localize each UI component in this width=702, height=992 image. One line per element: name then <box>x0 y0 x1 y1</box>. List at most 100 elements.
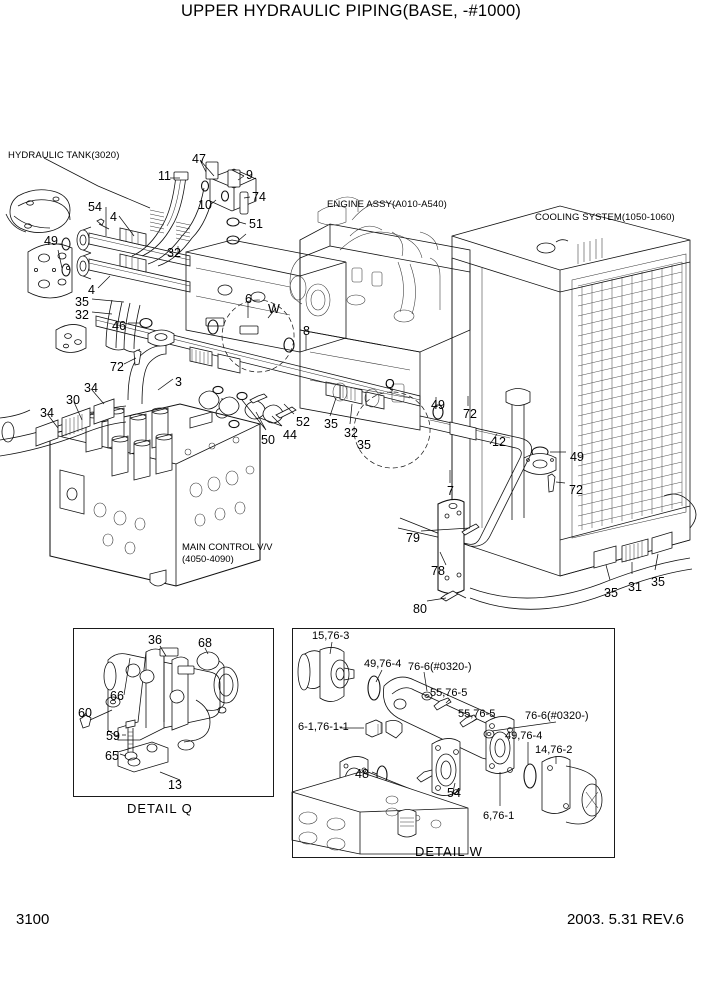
callout-6: 6 <box>245 292 252 306</box>
radiator-core <box>572 254 686 538</box>
bracket-78 <box>438 499 479 601</box>
callout-49-c: 49 <box>570 450 584 464</box>
callout-50: 50 <box>261 433 275 447</box>
callout-12: 12 <box>492 435 506 449</box>
callout-q-60: 60 <box>78 706 92 720</box>
detail-q-box <box>73 628 274 797</box>
radiator-pipe-flange <box>506 389 556 521</box>
callout-32-a: 32 <box>167 246 181 260</box>
central-manifold <box>186 240 346 352</box>
callout-35-e: 35 <box>651 575 665 589</box>
callout-72-b: 72 <box>463 407 477 421</box>
callout-80: 80 <box>413 602 427 616</box>
radiator-assembly <box>452 184 690 576</box>
bolt-79 <box>462 524 479 535</box>
callout-47: 47 <box>192 152 206 166</box>
bolt-80 <box>441 591 458 601</box>
callout-35-a: 35 <box>75 295 89 309</box>
nut-68 <box>197 652 219 670</box>
elbow-pipe-3 <box>128 330 174 404</box>
leader-lines <box>44 158 658 601</box>
detail-w-art <box>292 642 602 854</box>
washer-66 <box>106 697 120 707</box>
mcv-line2: (4050-4090) <box>182 554 234 565</box>
callout-q-13: 13 <box>168 778 182 792</box>
bolt-72-right <box>548 474 555 492</box>
oring-46 <box>140 319 152 328</box>
lower-hose-35-31-35 <box>470 494 696 609</box>
callout-w-49-76-4-b: 49,76-4 <box>505 730 543 742</box>
part-74 <box>240 192 248 214</box>
bolt-59 <box>126 720 135 728</box>
callout-35-d: 35 <box>604 586 618 600</box>
callout-35-b: 35 <box>324 417 338 431</box>
callout-11: 11 <box>158 169 171 183</box>
callout-46: 46 <box>112 319 126 333</box>
assembly-label-hydraulic-tank: HYDRAULIC TANK(3020) <box>8 150 120 161</box>
hose-34-30 <box>0 399 126 456</box>
drain-plug <box>150 570 166 586</box>
page-title: UPPER HYDRAULIC PIPING(BASE, -#1000) <box>180 2 522 20</box>
callout-w-55-76-5-b: 55,76-5 <box>458 708 496 720</box>
pipe-12 <box>398 416 532 546</box>
callout-32-b: 32 <box>75 308 89 322</box>
callout-w-54: 54 <box>447 786 461 800</box>
callout-detail-q-marker: Q <box>385 377 395 391</box>
callout-w-55-76-5-a: 55,76-5 <box>430 687 468 699</box>
callout-w-14-76-2: 14,76-2 <box>535 744 573 756</box>
callout-10: 10 <box>198 198 212 212</box>
callout-q-36: 36 <box>148 633 162 647</box>
tank-flange-couplings <box>77 227 91 279</box>
callout-w-6-1-76-1-1: 6-1,76-1-1 <box>298 721 349 733</box>
detail-q-art <box>80 646 238 780</box>
callout-34-a: 34 <box>84 381 98 395</box>
callout-51: 51 <box>249 217 263 231</box>
assembly-label-engine-assy: ENGINE ASSY(A010-A540) <box>327 199 447 210</box>
hose-35-32 <box>106 300 140 352</box>
callout-78: 78 <box>431 564 445 578</box>
engine-lower <box>300 330 420 430</box>
callout-q-59: 59 <box>106 729 120 743</box>
main-control-valve-label: MAIN CONTROL V/V (4050-4090) <box>182 542 272 566</box>
callout-w-15-76-3: 15,76-3 <box>312 630 350 642</box>
valve-block-top <box>202 162 257 244</box>
callout-72-a: 72 <box>110 360 124 374</box>
bolt-54 <box>417 770 435 782</box>
pipe-assembly-4 <box>89 233 190 292</box>
callout-4-b: 4 <box>88 283 95 297</box>
hose-10 <box>148 188 214 266</box>
callout-w-76-6-a: 76-6(#0320-) <box>408 661 472 673</box>
callout-30: 30 <box>66 393 80 407</box>
detail-w-box <box>292 628 615 858</box>
callout-74: 74 <box>252 190 266 204</box>
callout-4-a: 4 <box>110 210 117 224</box>
bolt-72-left <box>134 350 141 365</box>
oring-center-a <box>208 320 218 334</box>
detail-w-caption: DETAIL W <box>415 844 483 859</box>
callout-49-b: 49 <box>431 398 445 412</box>
oring-49-76-4-left <box>368 676 380 700</box>
callout-w-76-6-b: 76-6(#0320-) <box>525 710 589 722</box>
assembly-label-cooling-system: COOLING SYSTEM(1050-1060) <box>535 212 675 223</box>
callout-3: 3 <box>175 375 182 389</box>
callout-q-65: 65 <box>105 749 119 763</box>
hose-sleeves <box>150 210 190 241</box>
detail-q-circle <box>354 392 430 468</box>
engine-assembly <box>290 197 470 352</box>
revision-date: 2003. 5.31 REV.6 <box>566 911 684 928</box>
callout-w-48: 48 <box>355 767 369 781</box>
callout-44: 44 <box>283 428 297 442</box>
oring-center-b <box>284 338 294 352</box>
oring-center-c <box>433 405 443 419</box>
oring-51a <box>227 218 239 226</box>
callout-w-49-76-4-a: 49,76-4 <box>364 658 402 670</box>
callout-8: 8 <box>303 324 310 338</box>
callout-q-68: 68 <box>198 636 212 650</box>
callout-31: 31 <box>628 580 642 594</box>
small-gasket-plate <box>56 324 86 352</box>
radiator-cap <box>537 243 555 253</box>
gasket-plate-49 <box>28 244 72 298</box>
hose-fittings-left <box>120 228 146 272</box>
detail-w-circle <box>222 300 294 372</box>
